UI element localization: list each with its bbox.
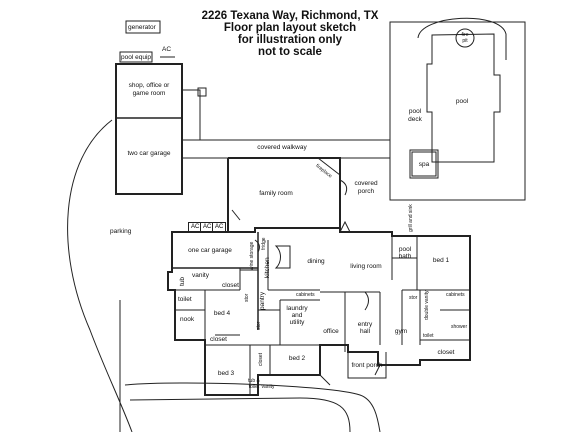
main-house-outline: [167, 227, 471, 396]
label-ac-3: AC: [212, 222, 227, 232]
label-kitchen: kitchen: [264, 257, 271, 278]
label-entry-hall: entry: [357, 321, 373, 328]
label-pool-bath: pool: [398, 246, 412, 253]
label-front-porch: front porch: [351, 362, 383, 369]
parking-curve-inner: [124, 382, 381, 432]
detached-building: [115, 63, 183, 195]
pool-equip-box: [119, 51, 153, 63]
label-nook: nook: [180, 316, 195, 323]
pool-outline: [426, 33, 501, 163]
label-family-room: family room: [259, 190, 293, 197]
label-fire-pit-2: pit: [462, 38, 468, 44]
parking-curve: [67, 119, 133, 432]
title-address: 2226 Texana Way, Richmond, TX: [201, 10, 379, 22]
label-covered-porch-2: porch: [357, 188, 375, 195]
label-stor-2: stor: [256, 321, 262, 330]
label-cabinets-2: cabinets: [446, 292, 465, 298]
label-ac-top: AC: [162, 46, 172, 53]
pool-enclosure: [389, 21, 526, 201]
label-closet-top: closet: [222, 282, 239, 289]
label-laundry: laundry: [286, 305, 308, 312]
label-covered-porch: covered: [354, 180, 378, 187]
label-tub-top: tub: [179, 276, 186, 286]
label-pool-equip: pool equip: [121, 54, 151, 61]
label-generator: generator: [128, 24, 156, 31]
pool-curve: [417, 17, 507, 60]
kitchen-island: [274, 245, 291, 269]
label-fridge: fridge: [261, 237, 267, 250]
label-stor-right: stor: [409, 295, 418, 301]
label-pool-bath-2: bath: [398, 253, 412, 260]
spa-box: [409, 149, 439, 179]
label-toilet-right: toilet: [423, 333, 434, 339]
label-wine-storage: wine storage: [249, 241, 255, 270]
label-bed-2: bed 2: [288, 355, 306, 362]
label-living-room: living room: [350, 263, 382, 270]
label-double-vanity: double vanity: [424, 290, 430, 320]
label-pool: pool: [455, 98, 469, 105]
covered-porch-step: [339, 220, 351, 233]
label-closet-right: closet: [437, 349, 455, 356]
title-disclaimer: for illustration only: [237, 34, 343, 46]
label-stor-1: stor: [244, 293, 250, 302]
label-vanity-top: vanity: [192, 272, 209, 279]
label-dining: dining: [307, 258, 325, 265]
label-two-car-garage: two car garage: [127, 150, 171, 157]
label-covered-walkway: covered walkway: [257, 144, 307, 151]
label-vanity-bottom: vanity: [261, 384, 275, 390]
label-closet-small: closet: [258, 352, 264, 366]
label-office: office: [323, 328, 339, 335]
label-tub-toilet-2: toilet: [248, 384, 260, 390]
label-bed-1: bed 1: [432, 257, 450, 264]
label-toilet-top: toilet: [178, 296, 192, 303]
label-tub-toilet: tub &: [248, 378, 260, 384]
label-fire-pit: fire: [461, 32, 469, 38]
label-spa: spa: [418, 161, 430, 168]
label-pool-deck: pool: [408, 108, 422, 115]
label-pool-deck-2: deck: [408, 116, 422, 123]
label-one-car-garage: one car garage: [188, 247, 232, 254]
drive-lower: [129, 397, 351, 432]
label-shop: shop, office or: [128, 82, 170, 89]
label-grill-and-sink: grill and sink: [408, 204, 414, 232]
label-bed-3: bed 3: [217, 370, 235, 377]
label-laundry-2: and: [291, 312, 303, 319]
label-cabinets-1: cabinets: [296, 292, 315, 298]
front-porch: [347, 352, 387, 379]
label-closet-bed3: closet: [210, 336, 227, 343]
title-scale-note: not to scale: [258, 46, 322, 58]
generator-box: [125, 20, 161, 34]
label-shower: shower: [451, 324, 468, 330]
fire-pit: [455, 28, 475, 48]
label-laundry-3: utility: [289, 319, 305, 326]
label-shop-2: game room: [132, 90, 166, 97]
label-entry-hall-2: hall: [359, 328, 371, 335]
family-room-walls: [227, 157, 341, 232]
label-pantry: pantry: [259, 291, 266, 310]
label-bed-4: bed 4: [213, 310, 231, 317]
label-parking: parking: [110, 228, 132, 235]
label-gym: gym: [394, 328, 408, 335]
title-subtitle: Floor plan layout sketch: [223, 22, 357, 34]
